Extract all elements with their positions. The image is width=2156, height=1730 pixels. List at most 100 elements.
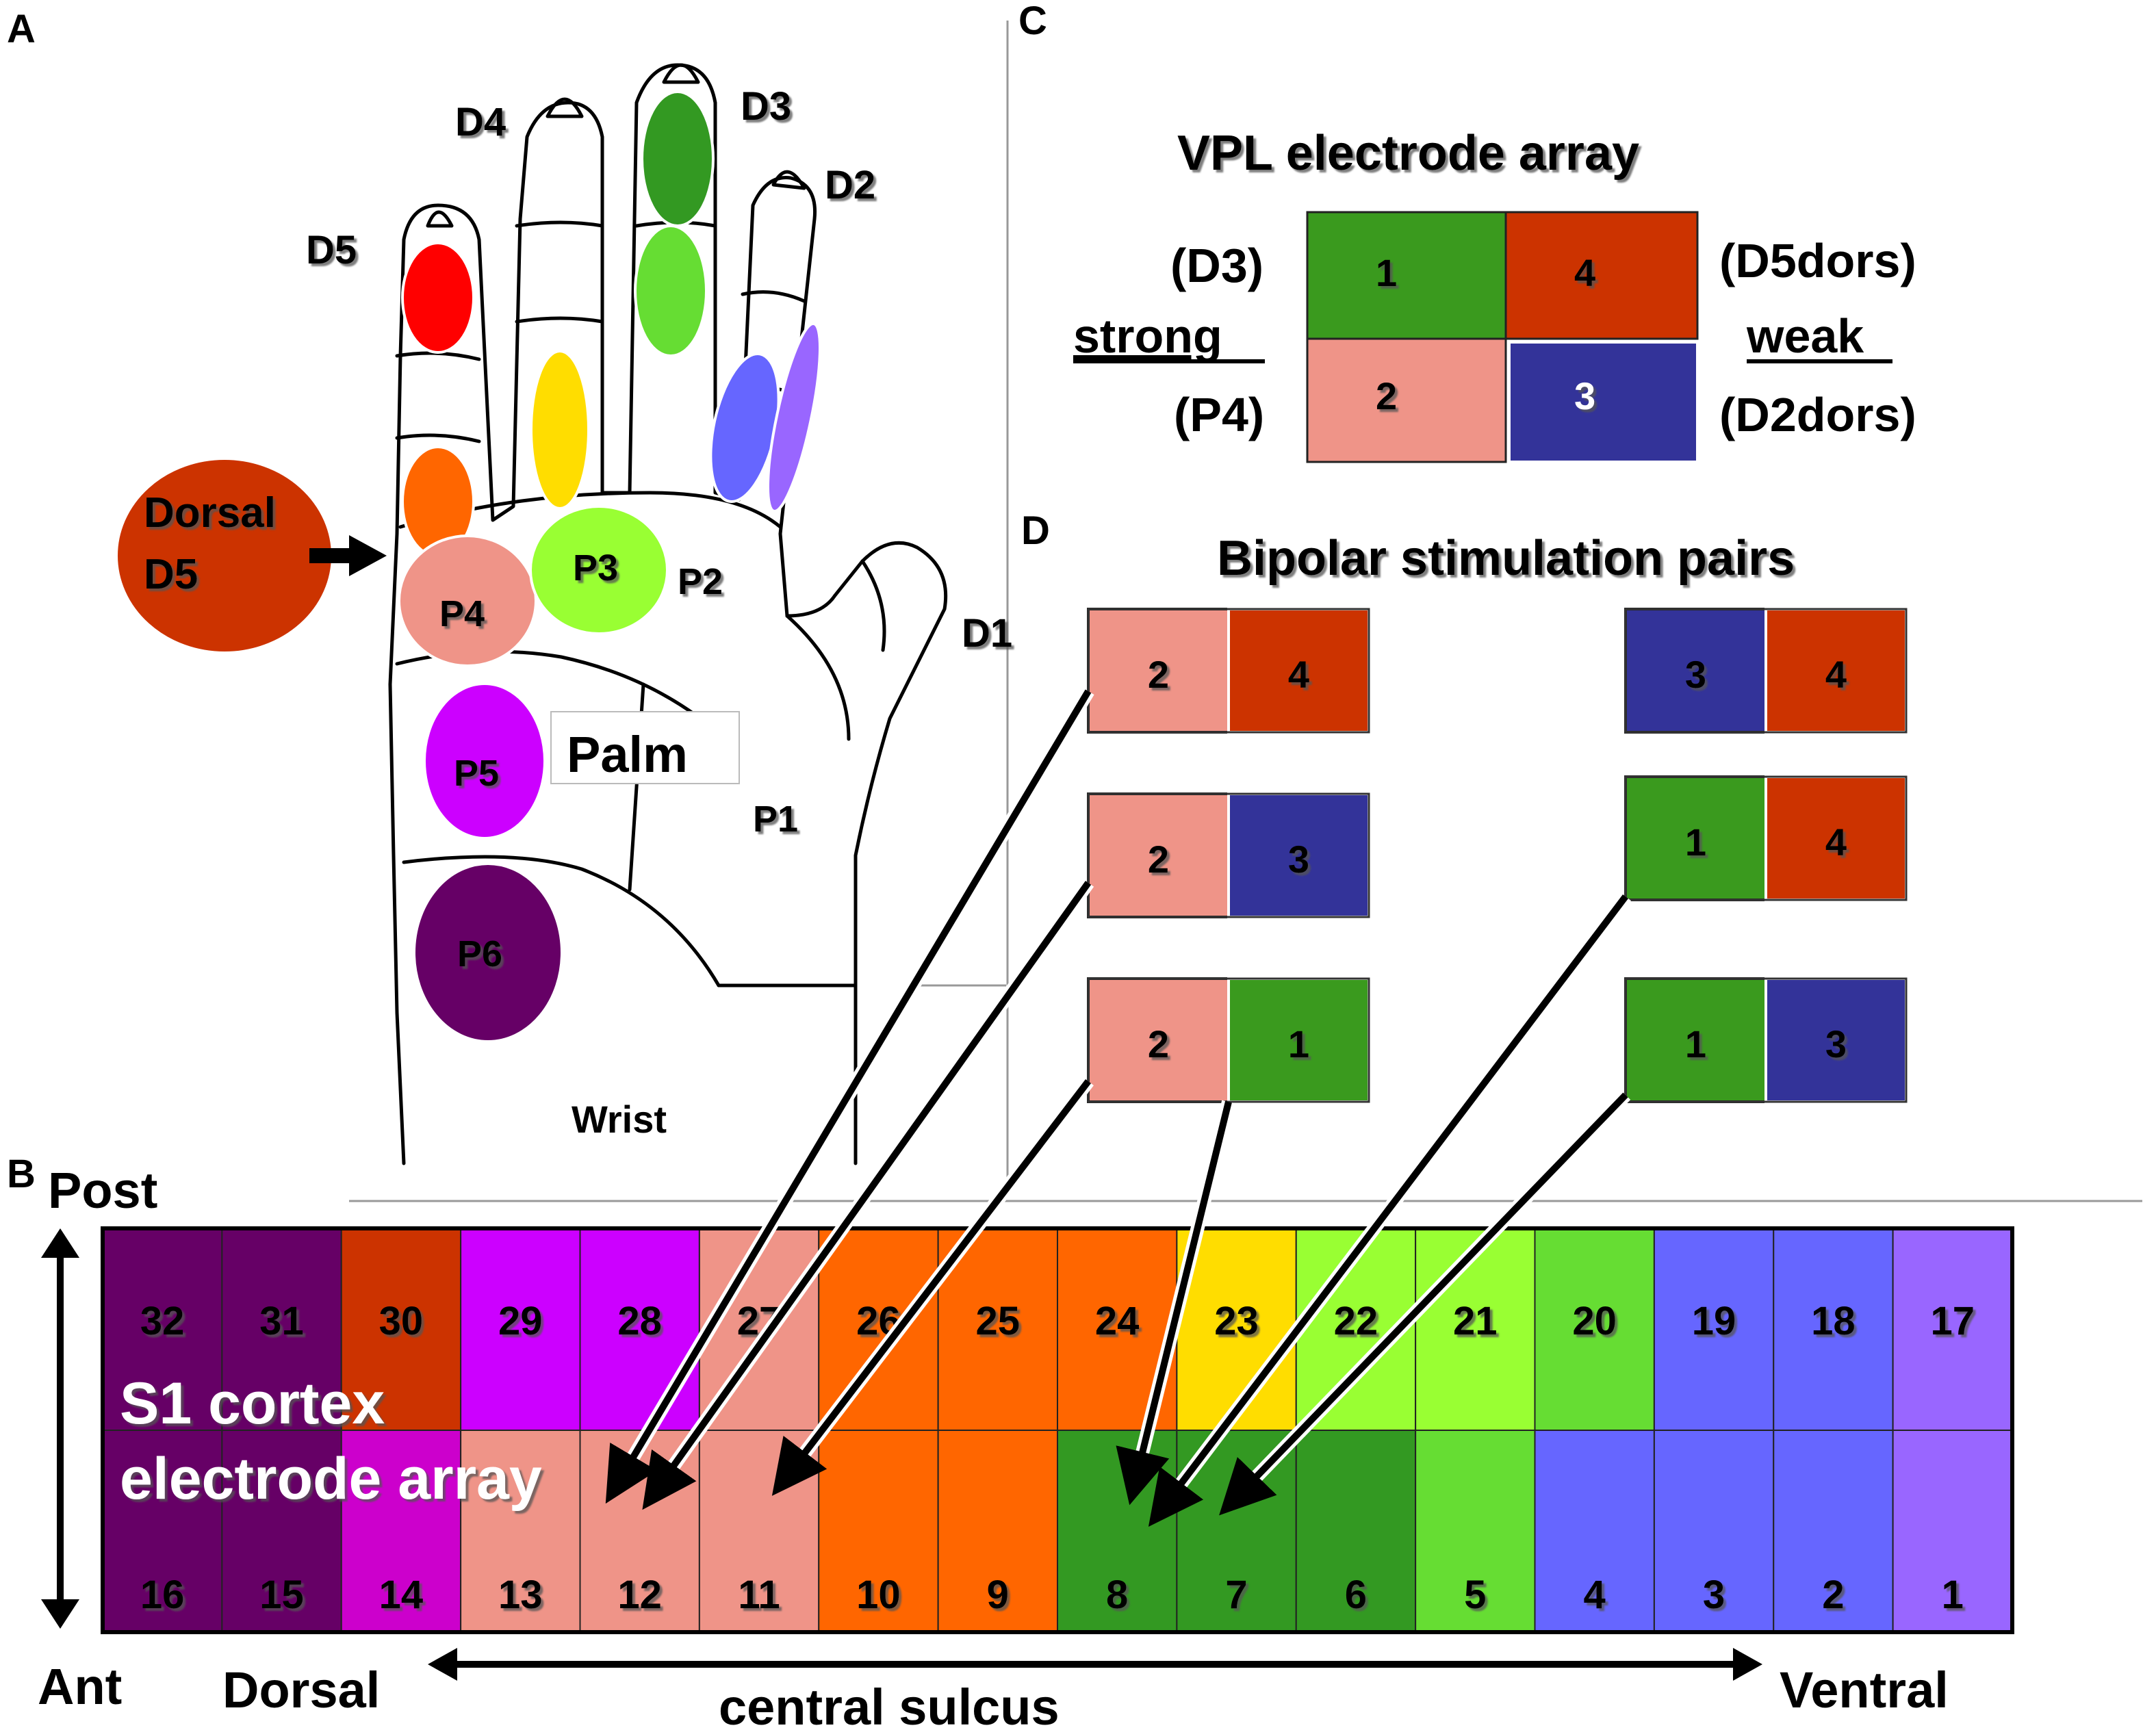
pair-cell-label: 1 [1288,1022,1309,1066]
vpl-left-mid: strong [1073,309,1222,363]
vpl-cell-4 [1504,211,1699,340]
s1-electrode-label-5: 5 [1464,1573,1486,1617]
s1-electrode-label-21: 21 [1453,1299,1498,1343]
dorsal-ventral-arrow [428,1648,1762,1681]
pair-cell-label: 4 [1288,653,1309,696]
central-sulcus-label: central sulcus [719,1679,1060,1730]
hand-diagram: D1 D2 D3 D4 D5 P1 P2 P3 P4 P5 P6 Dorsal … [115,63,1012,1165]
pair-cell-label: 2 [1148,1022,1169,1066]
s1-electrode-13 [460,1430,581,1633]
vpl-right-mid: weak [1746,309,1864,363]
s1-electrode-label-8: 8 [1106,1573,1128,1617]
d4-middle-pad [530,350,590,510]
s1-electrode-label-3: 3 [1703,1573,1725,1617]
s1-electrode-15 [221,1430,342,1633]
s1-electrode-1 [1892,1430,2013,1633]
p4-pad [398,534,537,667]
s1-electrode-label-19: 19 [1692,1299,1736,1343]
s1-electrode-17 [1892,1228,2013,1431]
pair-cell-label: 1 [1685,1022,1706,1066]
vpl-left-top: (D3) [1170,239,1263,292]
stim-arrow [1148,894,1628,1527]
label-d3: D3 [741,84,791,129]
label-d5: D5 [306,228,357,272]
vpl-cell-1 [1306,211,1507,340]
stimulation-arrows [605,687,1631,1527]
s1-electrode-20 [1534,1228,1655,1431]
pair-cell-label: 4 [1825,653,1847,696]
s1-electrode-26 [818,1228,939,1431]
pair-cell-label: 3 [1825,1022,1847,1066]
s1-electrode-16 [102,1430,223,1633]
d5-distal-pad [401,242,475,354]
palm-label-box [550,711,740,784]
s1-electrode-label-23: 23 [1214,1299,1259,1343]
s1-electrode-label-22: 22 [1334,1299,1378,1343]
pair-cell-2 [1087,792,1230,918]
panel-label-d: D [1021,508,1050,553]
vpl-left-bottom: (P4) [1174,388,1264,441]
s1-label-line1: S1 cortex [120,1371,385,1436]
s1-electrode-23 [1176,1228,1297,1431]
pair-cell-1 [1624,977,1767,1103]
label-d2: D2 [825,163,875,207]
label-p1: P1 [753,799,798,840]
pair-border [1624,775,1908,901]
s1-electrode-label-7: 7 [1225,1573,1247,1617]
label-p2: P2 [678,561,723,602]
label-p5: P5 [454,753,499,794]
s1-electrode-label-28: 28 [617,1299,662,1343]
panel-label-a: A [7,7,36,51]
s1-electrode-label-15: 15 [259,1573,304,1617]
d3-distal-pad [641,90,715,227]
s1-electrode-label-17: 17 [1931,1299,1975,1343]
label-d4: D4 [455,100,506,144]
s1-electrode-label-24: 24 [1095,1299,1140,1343]
pair-cell-1 [1227,977,1370,1103]
p3-pad [529,505,669,635]
vpl-right-top: (D5dors) [1719,234,1916,287]
s1-electrode-10 [818,1430,939,1633]
vpl-cell-2 [1306,337,1507,463]
s1-electrode-label-12: 12 [617,1573,662,1617]
pair-border [1087,792,1370,918]
s1-electrode-label-32: 32 [140,1299,185,1343]
s1-electrode-4 [1534,1430,1655,1633]
s1-electrode-19 [1653,1228,1775,1431]
pair-cell-3 [1227,792,1370,918]
dorsal-label: Dorsal [222,1662,380,1718]
vpl-panel: VPL electrode array 1 4 2 3 (D3) strong … [1073,126,1916,463]
vpl-cell-4-label: 4 [1574,251,1595,294]
label-palm: Palm [567,726,688,783]
panel-label-b: B [7,1152,36,1196]
pair-cell-label: 2 [1148,838,1169,881]
pair-cell-label: 3 [1685,653,1706,696]
s1-electrode-label-29: 29 [498,1299,543,1343]
s1-electrode-2 [1773,1430,1894,1633]
s1-electrode-label-10: 10 [856,1573,901,1617]
label-dorsal: Dorsal [144,489,276,537]
d2-pad-b [766,322,822,513]
label-d1: D1 [962,611,1012,656]
label-dorsal-d5: D5 [144,551,198,598]
panel-label-c: C [1018,0,1047,43]
stim-arrow [771,1079,1091,1496]
s1-electrode-label-14: 14 [379,1573,424,1617]
label-p4: P4 [439,593,485,634]
vpl-cell-3 [1508,341,1699,463]
s1-electrode-label-4: 4 [1584,1573,1606,1617]
pair-cell-1 [1624,775,1767,901]
p6-pad [413,862,563,1043]
s1-electrode-3 [1653,1430,1775,1633]
s1-electrode-label-1: 1 [1942,1573,1964,1617]
vpl-title: VPL electrode array [1177,126,1639,181]
s1-label-line2: electrode array [120,1446,542,1512]
s1-electrode-label-18: 18 [1811,1299,1856,1343]
s1-electrode-label-2: 2 [1822,1573,1844,1617]
s1-electrode-label-20: 20 [1572,1299,1617,1343]
label-wrist: Wrist [572,1098,667,1141]
s1-electrode-label-30: 30 [379,1299,424,1343]
